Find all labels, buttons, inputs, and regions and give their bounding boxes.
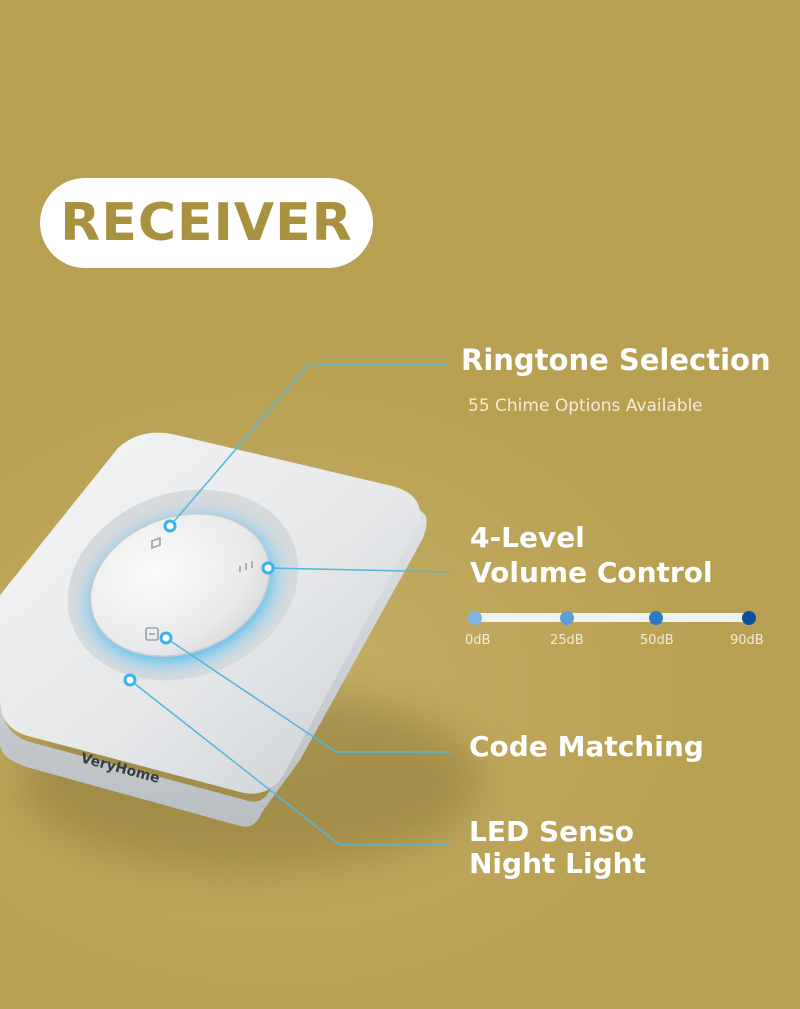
main-button	[89, 513, 271, 657]
volume-level-bar	[468, 611, 756, 625]
receiver-badge: RECEIVER	[40, 178, 373, 268]
music-note-icon	[151, 536, 161, 550]
device-side	[0, 510, 427, 827]
ringtone-dot	[163, 519, 177, 533]
callout-dots	[123, 519, 275, 687]
code-icon	[145, 627, 159, 641]
volume-level-0db: 0dB	[465, 633, 491, 648]
led-dot	[123, 673, 137, 687]
volume-dot	[261, 561, 275, 575]
callout-lines	[129, 364, 451, 846]
volume-level-50db: 50dB	[640, 633, 674, 648]
led-callout-line	[129, 679, 450, 846]
code-matching-title: Code Matching	[469, 730, 704, 763]
volume-title-line1: 4-Level	[470, 521, 585, 554]
volume-title-line2: Volume Control	[470, 556, 713, 589]
code-dot	[159, 631, 173, 645]
code-callout-line	[165, 637, 450, 753]
ringtone-callout-line	[169, 364, 448, 527]
volume-callout-line	[267, 567, 451, 573]
level-dot-4	[742, 611, 756, 625]
volume-level-25db: 25dB	[550, 633, 584, 648]
ringtone-subtitle: 55 Chime Options Available	[468, 396, 703, 416]
volume-icon	[239, 561, 253, 572]
ringtone-title: Ringtone Selection	[461, 343, 771, 377]
led-title-line1: LED Senso	[469, 815, 634, 848]
level-dot-2	[560, 611, 574, 625]
volume-level-90db: 90dB	[730, 633, 764, 648]
level-dot-1	[468, 611, 482, 625]
led-title-line2: Night Light	[469, 847, 646, 880]
page-title: RECEIVER	[60, 193, 353, 253]
level-dot-3	[649, 611, 663, 625]
